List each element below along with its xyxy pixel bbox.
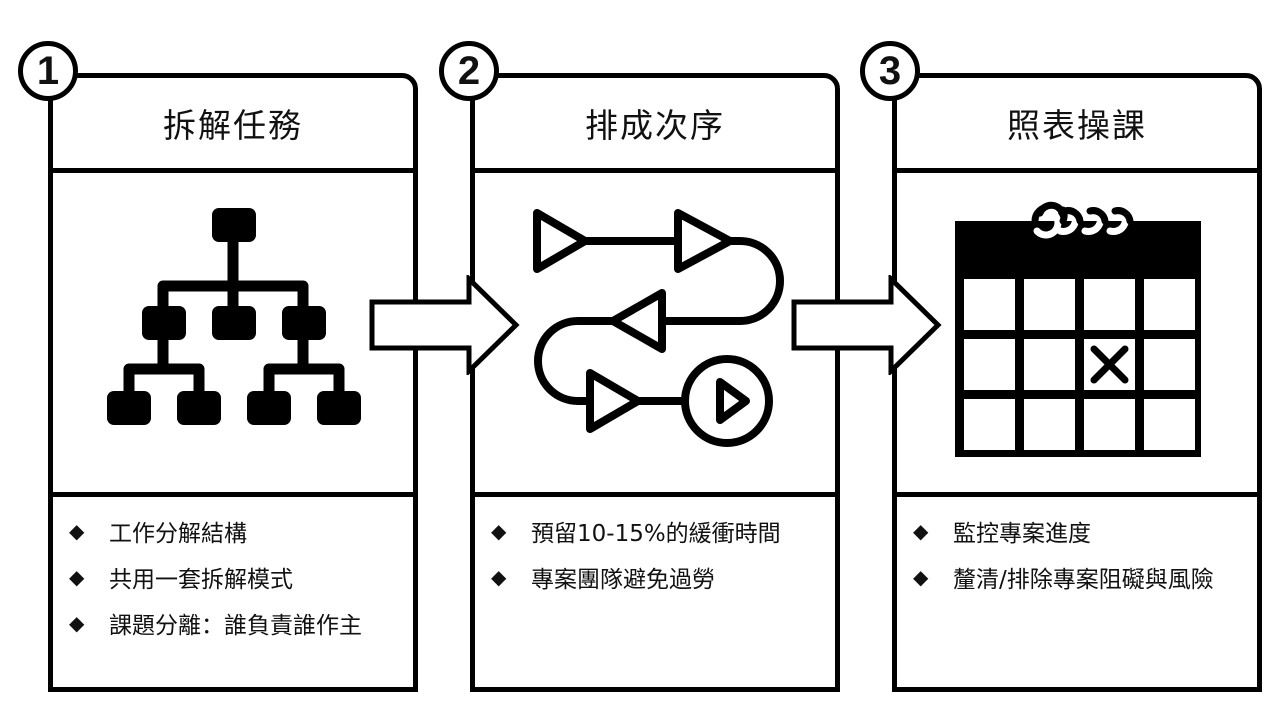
step-title: 拆解任務 — [53, 78, 413, 173]
step-panel-3: 照表操課 — [892, 73, 1262, 692]
hierarchy-tree-icon — [107, 208, 361, 425]
diamond-bullet-icon: ◆ — [69, 611, 85, 635]
diamond-bullet-icon: ◆ — [913, 519, 929, 543]
diamond-bullet-icon: ◆ — [69, 519, 85, 543]
step-panel-1: 拆解任務 ◆工作分解結構 ◆共用一套拆解模式 ◆課題分離：誰負責誰作主 — [48, 73, 418, 692]
step-panel-2: 排成次序 ◆預留10-15%的緩衝時間 ◆專案團隊避免過勞 — [470, 73, 840, 692]
step-number-badge: 2 — [439, 41, 499, 101]
step-title: 排成次序 — [475, 78, 835, 173]
list-item: ◆監控專案進度 — [913, 519, 1091, 547]
list-item: ◆預留10-15%的緩衝時間 — [491, 519, 781, 547]
diamond-bullet-icon: ◆ — [69, 565, 85, 589]
list-item: ◆課題分離：誰負責誰作主 — [69, 611, 362, 639]
list-item: ◆共用一套拆解模式 — [69, 565, 293, 593]
calendar-icon — [955, 201, 1201, 457]
icon-area — [897, 173, 1257, 497]
bullet-list: ◆監控專案進度 ◆釐清/排除專案阻礙與風險 — [913, 508, 1247, 600]
bullet-list: ◆工作分解結構 ◆共用一套拆解模式 ◆課題分離：誰負責誰作主 — [69, 508, 403, 646]
diamond-bullet-icon: ◆ — [491, 565, 507, 589]
diamond-bullet-icon: ◆ — [913, 565, 929, 589]
right-arrow-icon — [790, 275, 945, 375]
list-item: ◆工作分解結構 — [69, 519, 247, 547]
icon-area — [475, 173, 835, 497]
icon-area — [53, 173, 413, 497]
list-item: ◆釐清/排除專案阻礙與風險 — [913, 565, 1214, 593]
sequence-flow-icon — [533, 209, 784, 447]
bullet-list: ◆預留10-15%的緩衝時間 ◆專案團隊避免過勞 — [491, 508, 825, 600]
list-item: ◆專案團隊避免過勞 — [491, 565, 715, 593]
right-arrow-icon — [368, 275, 523, 375]
step-number-badge: 1 — [18, 41, 78, 101]
step-number-badge: 3 — [860, 41, 920, 101]
step-title: 照表操課 — [897, 78, 1257, 173]
diamond-bullet-icon: ◆ — [491, 519, 507, 543]
